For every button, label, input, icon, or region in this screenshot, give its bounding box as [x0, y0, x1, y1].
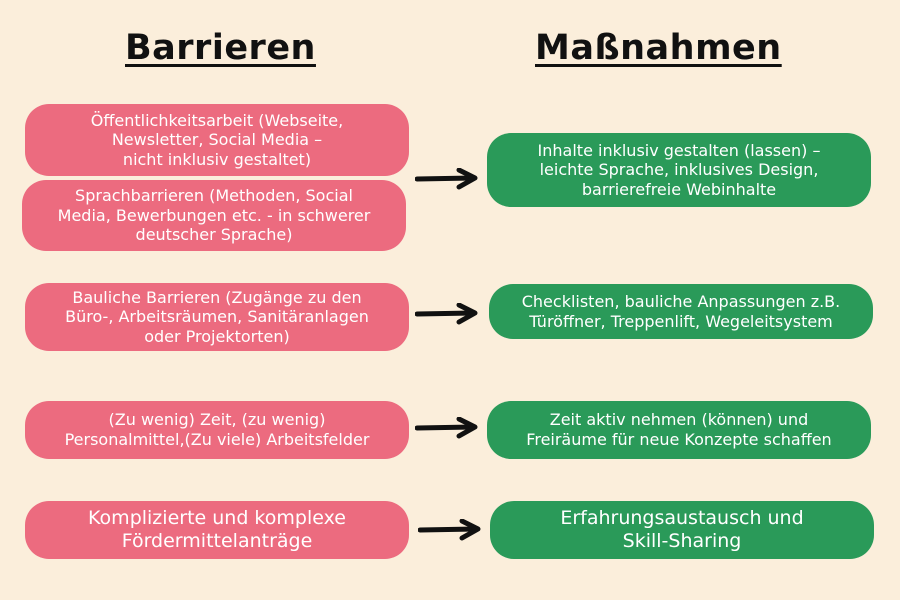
- right-arrow-icon: [415, 303, 478, 325]
- barrier-text: Sprachbarrieren (Methoden, Social Media,…: [57, 186, 371, 245]
- barrier-box-language: Sprachbarrieren (Methoden, Social Media,…: [22, 180, 406, 251]
- measure-text: Inhalte inklusiv gestalten (lassen) – le…: [537, 140, 821, 199]
- right-arrow-icon: [418, 519, 481, 541]
- barrier-text: Bauliche Barrieren (Zugänge zu den Büro-…: [65, 287, 369, 346]
- right-arrow-icon: [415, 417, 478, 439]
- barrier-box-time-resources: (Zu wenig) Zeit, (zu wenig) Personalmitt…: [25, 401, 409, 459]
- measure-text: Checklisten, bauliche Anpassungen z.B. T…: [521, 291, 841, 331]
- barrier-text: (Zu wenig) Zeit, (zu wenig) Personalmitt…: [64, 410, 370, 449]
- measures-heading: Maßnahmen: [535, 28, 782, 68]
- measure-box-structural-adjustments: Checklisten, bauliche Anpassungen z.B. T…: [489, 284, 873, 339]
- barrier-box-structural: Bauliche Barrieren (Zugänge zu den Büro-…: [25, 283, 409, 351]
- measure-box-free-time: Zeit aktiv nehmen (können) und Freiräume…: [487, 401, 871, 459]
- measure-box-inclusive-content: Inhalte inklusiv gestalten (lassen) – le…: [487, 133, 871, 207]
- barrier-box-funding-applications: Komplizierte und komplexe Fördermittelan…: [25, 501, 409, 559]
- barrier-text: Komplizierte und komplexe Fördermittelan…: [88, 506, 346, 552]
- measure-box-experience-exchange: Erfahrungsaustausch und Skill-Sharing: [490, 501, 874, 559]
- measure-text: Zeit aktiv nehmen (können) und Freiräume…: [526, 410, 832, 449]
- right-arrow-icon: [415, 168, 478, 190]
- measure-text: Erfahrungsaustausch und Skill-Sharing: [560, 506, 804, 552]
- barrier-text: Öffentlichkeitsarbeit (Webseite, Newslet…: [90, 110, 344, 169]
- barriers-heading: Barrieren: [125, 28, 316, 68]
- barrier-box-public-relations: Öffentlichkeitsarbeit (Webseite, Newslet…: [25, 104, 409, 176]
